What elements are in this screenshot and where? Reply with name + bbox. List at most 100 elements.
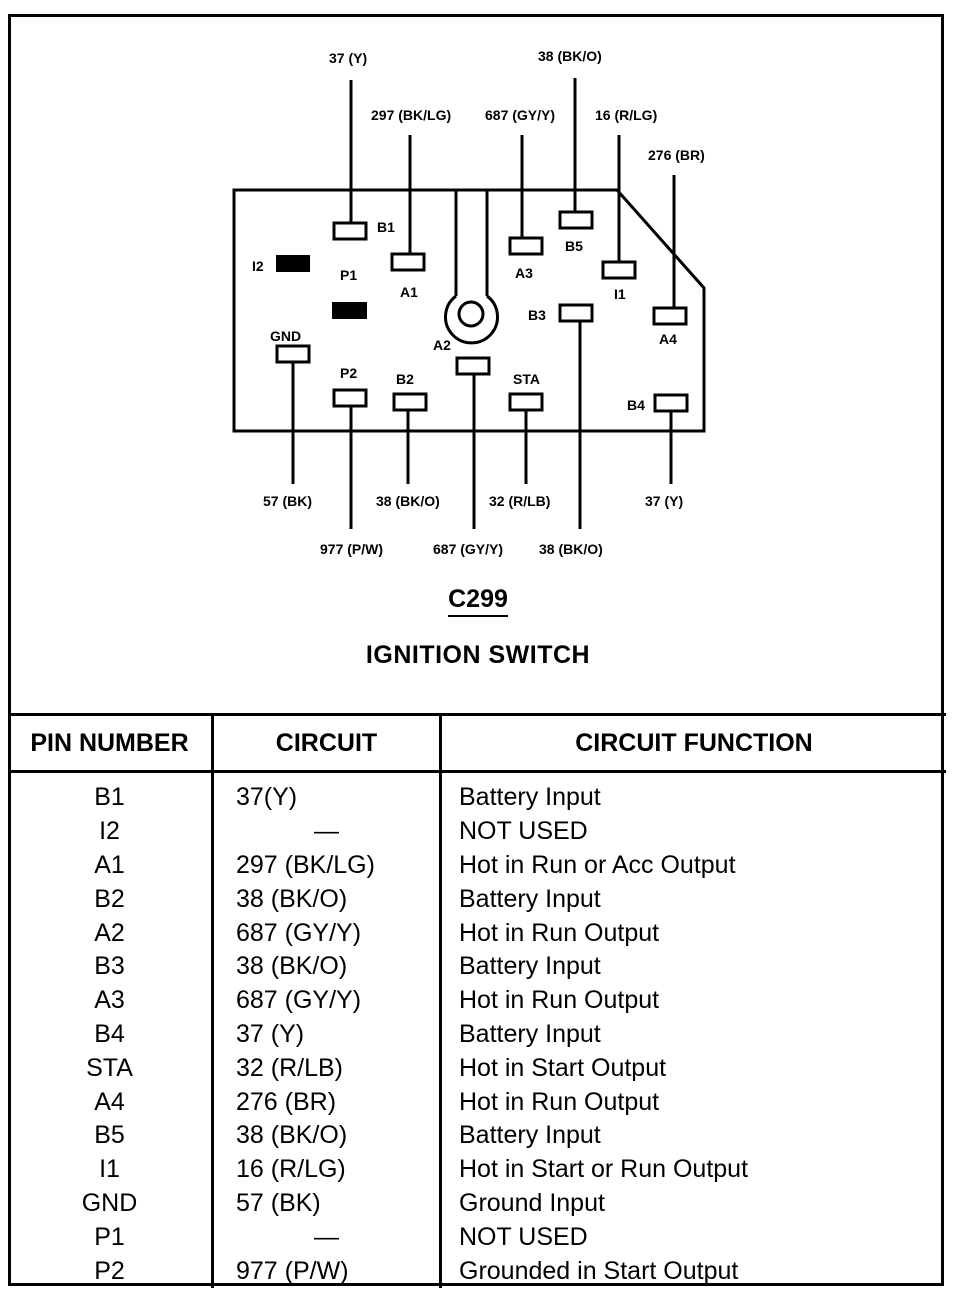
pin-cell: A2 (94, 918, 125, 947)
connector-id-text: C299 (448, 585, 508, 617)
circuit-cell: 16 (R/LG) (211, 1152, 441, 1187)
connector-id: C299 (0, 585, 956, 617)
header-pin-number: PIN NUMBER (8, 713, 213, 773)
pin-cell: I2 (99, 817, 120, 846)
wire-label-a4: 276 (BR) (648, 147, 705, 163)
function-cell: Battery Input (439, 949, 946, 984)
wire-label-b2: 38 (BK/O) (376, 493, 440, 509)
terminal-sta (508, 392, 544, 412)
table-row: GND 57 (BK)Ground Input (8, 1186, 946, 1221)
key-slot-ring-outer (444, 294, 499, 345)
circuit-cell: 687 (GY/Y) (211, 983, 441, 1018)
terminal-p1 (332, 302, 367, 319)
function-cell: Battery Input (439, 882, 946, 917)
circuit-cell: 57 (BK) (211, 1186, 441, 1221)
pin-cell: GND (81, 1188, 138, 1217)
connector-body-outline (232, 188, 706, 433)
table-row: I1 16 (R/LG)Hot in Start or Run Output (8, 1152, 946, 1187)
wire-label-p2: 977 (P/W) (320, 541, 383, 557)
circuit-cell: 32 (R/LB) (211, 1051, 441, 1086)
terminal-a3 (508, 236, 544, 256)
table-row: B4 37 (Y)Battery Input (8, 1017, 946, 1052)
terminal-b1 (332, 221, 368, 241)
table-row: STA 32 (R/LB)Hot in Start Output (8, 1051, 946, 1086)
table-row: B5 38 (BK/O)Battery Input (8, 1118, 946, 1153)
wire-label-a2: 687 (GY/Y) (433, 541, 503, 557)
circuit-cell: 297 (BK/LG) (211, 848, 441, 883)
function-cell: Grounded in Start Output (439, 1254, 946, 1288)
header-circuit: CIRCUIT (211, 713, 441, 773)
pin-label-a2: A2 (433, 337, 451, 353)
pin-label-b4: B4 (627, 397, 645, 413)
function-cell: Battery Input (439, 771, 946, 815)
header-circuit-function: CIRCUIT FUNCTION (439, 713, 946, 773)
pin-cell: B2 (94, 884, 125, 913)
wire-label-b4: 37 (Y) (645, 493, 683, 509)
connector-face-svg: B1 I2 P1 A1 A3 B5 I1 B3 A4 A2 GND P2 B2 … (232, 48, 706, 557)
pin-label-gnd: GND (270, 328, 301, 344)
table-row: A4 276 (BR)Hot in Run Output (8, 1085, 946, 1119)
terminal-b5 (558, 210, 594, 230)
pin-cell: B4 (94, 1019, 125, 1048)
pin-label-i1: I1 (614, 286, 626, 302)
wire-label-b3: 38 (BK/O) (539, 541, 603, 557)
circuit-cell: 38 (BK/O) (211, 949, 441, 984)
terminal-b3 (558, 303, 594, 323)
pin-label-b5: B5 (565, 238, 583, 254)
connector-diagram: B1 I2 P1 A1 A3 B5 I1 B3 A4 A2 GND P2 B2 … (0, 48, 956, 669)
pin-function-table: PIN NUMBER CIRCUIT CIRCUIT FUNCTION B1 37… (8, 713, 946, 1288)
wire-label-b1: 37 (Y) (329, 50, 367, 66)
circuit-cell: 38 (BK/O) (211, 1118, 441, 1153)
terminal-gnd (275, 344, 311, 364)
circuit-cell: 37 (Y) (211, 1017, 441, 1052)
table-header-row: PIN NUMBER CIRCUIT CIRCUIT FUNCTION (8, 713, 946, 773)
pin-label-p1: P1 (340, 267, 357, 283)
terminal-i2 (276, 255, 310, 272)
terminal-a2 (455, 356, 491, 376)
table-row: I2 —NOT USED (8, 814, 946, 849)
component-name: IGNITION SWITCH (365, 641, 591, 669)
circuit-cell: 37(Y) (211, 771, 441, 815)
pin-cell: A1 (94, 850, 125, 879)
pin-cell: B5 (94, 1121, 125, 1150)
function-cell: Hot in Start or Run Output (439, 1152, 946, 1187)
terminal-a4 (652, 306, 688, 326)
function-cell: Hot in Start Output (439, 1051, 946, 1086)
function-cell: NOT USED (439, 1220, 946, 1255)
circuit-cell: 276 (BR) (211, 1085, 441, 1119)
terminal-b4 (653, 393, 689, 413)
circuit-cell: — (211, 814, 441, 849)
pin-cell: STA (86, 1053, 133, 1082)
wire-label-a3: 687 (GY/Y) (485, 107, 555, 123)
function-cell: Ground Input (439, 1186, 946, 1221)
circuit-cell: 687 (GY/Y) (211, 916, 441, 950)
pin-label-sta: STA (513, 371, 540, 387)
pin-cell: B1 (94, 783, 125, 812)
pin-label-a3: A3 (515, 265, 533, 281)
terminal-i1 (601, 260, 637, 280)
function-cell: Battery Input (439, 1017, 946, 1052)
pin-cell: P1 (94, 1222, 125, 1251)
table-row: B2 38 (BK/O)Battery Input (8, 882, 946, 917)
pin-label-a1: A1 (400, 284, 418, 300)
function-cell: Hot in Run Output (439, 1085, 946, 1119)
table-row: B1 37(Y)Battery Input (8, 771, 946, 815)
pin-cell: A4 (94, 1087, 125, 1116)
terminal-b2 (392, 392, 428, 412)
pin-cell: I1 (99, 1155, 120, 1184)
wire-label-i1: 16 (R/LG) (595, 107, 657, 123)
circuit-cell: — (211, 1220, 441, 1255)
function-cell: Battery Input (439, 1118, 946, 1153)
circuit-cell: 38 (BK/O) (211, 882, 441, 917)
terminal-a1 (390, 252, 426, 272)
pin-label-p2: P2 (340, 365, 357, 381)
table-row: P1 —NOT USED (8, 1220, 946, 1255)
pin-label-a4: A4 (659, 331, 677, 347)
function-cell: NOT USED (439, 814, 946, 849)
